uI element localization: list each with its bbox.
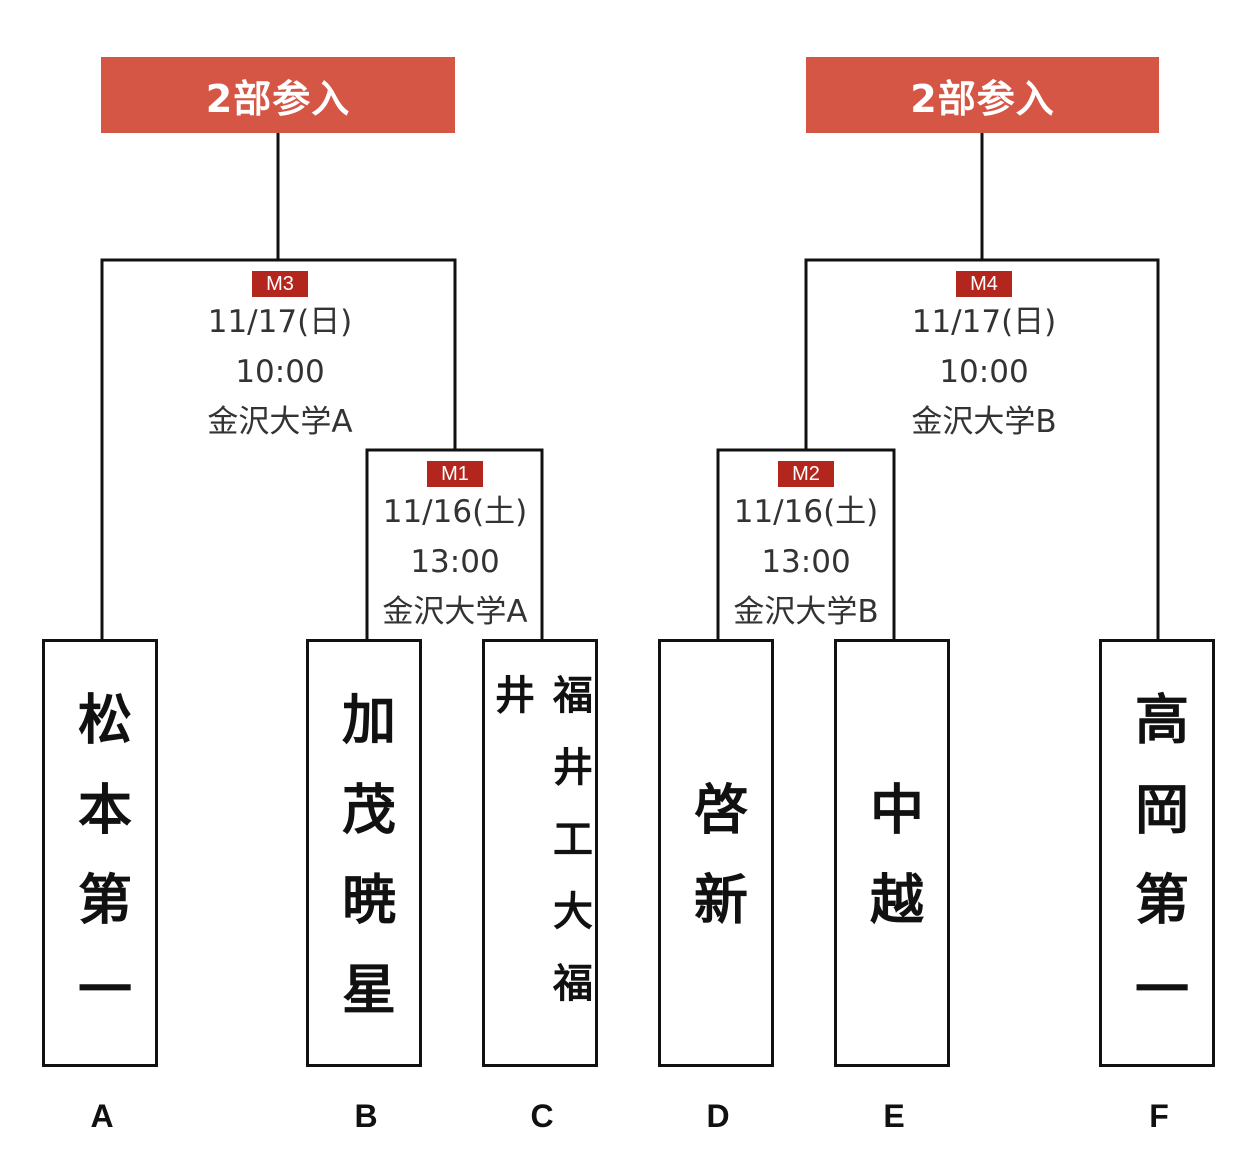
- match-venue: 金沢大学A: [207, 404, 353, 440]
- match-badge: M2: [778, 461, 834, 487]
- bracket-line: [365, 448, 544, 639]
- slot-label-a: A: [90, 1098, 114, 1134]
- team-box-c: 福井工大福井: [482, 639, 598, 1067]
- match-badge: M4: [956, 271, 1012, 297]
- match-time: 10:00: [235, 354, 325, 390]
- team-name: 加茂暁星: [332, 691, 396, 1051]
- match-m3: M3 11/17(日) 10:00 金沢大学A: [160, 271, 400, 447]
- match-time: 13:00: [761, 544, 851, 580]
- match-m4: M4 11/17(日) 10:00 金沢大学B: [864, 271, 1104, 447]
- slot-label-f: F: [1149, 1098, 1169, 1134]
- slot-label-d: D: [706, 1098, 730, 1134]
- match-time: 13:00: [410, 544, 500, 580]
- team-name: 松本第一: [68, 691, 132, 1051]
- bracket-line: [804, 258, 1160, 639]
- slot-label-e: E: [883, 1098, 905, 1134]
- team-name: 啓新: [684, 781, 748, 961]
- match-time: 10:00: [939, 354, 1029, 390]
- slot-label-c: C: [530, 1098, 554, 1134]
- team-box-b: 加茂暁星: [306, 639, 422, 1067]
- promotion-banner-right: 2部参入: [806, 57, 1159, 133]
- bracket-line: [100, 258, 457, 639]
- match-m2: M2 11/16(土) 13:00 金沢大学B: [720, 461, 892, 637]
- team-box-d: 啓新: [658, 639, 774, 1067]
- match-date: 11/17(日): [207, 304, 353, 340]
- team-name: 福井工大福井: [488, 674, 592, 1034]
- team-box-e: 中越: [834, 639, 950, 1067]
- match-date: 11/16(土): [733, 494, 879, 530]
- match-badge: M3: [252, 271, 308, 297]
- match-venue: 金沢大学B: [911, 404, 1057, 440]
- team-box-f: 高岡第一: [1099, 639, 1215, 1067]
- team-name: 高岡第一: [1125, 691, 1189, 1051]
- match-badge: M1: [427, 461, 483, 487]
- match-venue: 金沢大学A: [382, 594, 528, 630]
- slot-label-b: B: [354, 1098, 378, 1134]
- match-m1: M1 11/16(土) 13:00 金沢大学A: [369, 461, 541, 637]
- team-box-a: 松本第一: [42, 639, 158, 1067]
- team-name: 中越: [860, 781, 924, 961]
- match-date: 11/16(土): [382, 494, 528, 530]
- match-venue: 金沢大学B: [733, 594, 879, 630]
- match-date: 11/17(日): [911, 304, 1057, 340]
- bracket-line: [716, 448, 896, 639]
- promotion-banner-left: 2部参入: [101, 57, 455, 133]
